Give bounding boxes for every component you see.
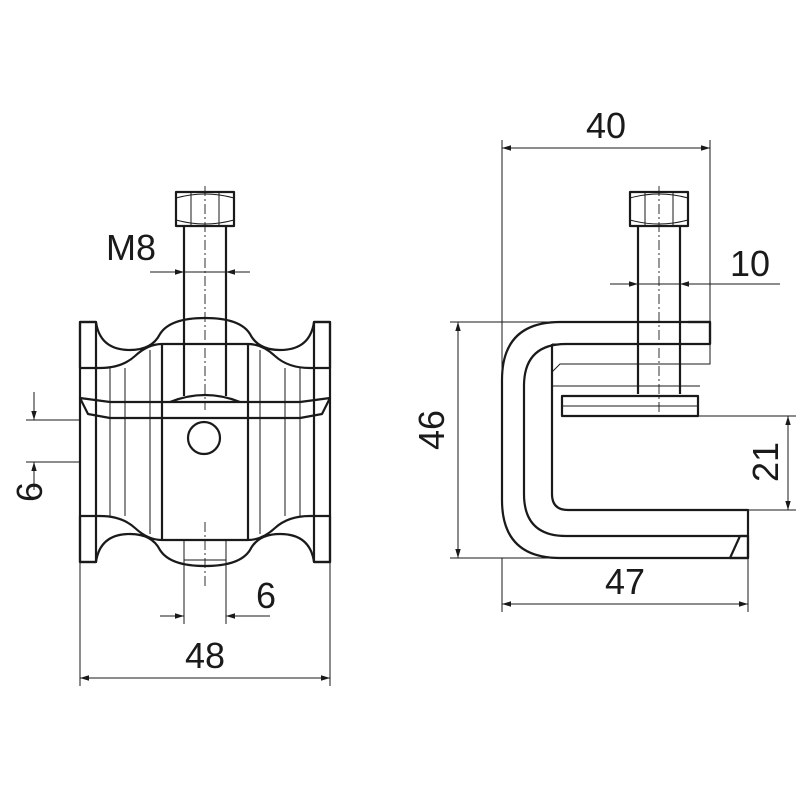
opening-label: 21 xyxy=(745,442,786,482)
dim-overall-width: 48 xyxy=(79,562,331,686)
base-width-label: 47 xyxy=(605,561,645,602)
c-frame xyxy=(500,320,750,560)
dim-thread: M8 xyxy=(106,227,250,275)
dim-base-width: 47 xyxy=(501,558,749,612)
dim-overall-height: 46 xyxy=(411,321,560,559)
lip-height-label: 6 xyxy=(9,482,50,502)
bolt-shank xyxy=(182,226,228,396)
front-view: M8 6 6 48 xyxy=(9,186,332,686)
overall-height-label: 46 xyxy=(411,410,452,450)
side-view: 40 10 46 21 xyxy=(411,105,796,612)
dim-bolt-diameter: 10 xyxy=(610,243,780,287)
bolt-offset-label: 6 xyxy=(256,575,276,616)
side-bolt-shank xyxy=(636,186,682,420)
dim-lip-height: 6 xyxy=(9,392,80,502)
dim-bolt-offset: 6 xyxy=(160,560,276,624)
thread-label: M8 xyxy=(106,227,156,268)
overall-width-label: 48 xyxy=(185,635,225,676)
top-width-label: 40 xyxy=(586,105,626,146)
dim-opening: 21 xyxy=(698,415,796,511)
dim-top-width: 40 xyxy=(501,105,711,390)
bolt-diameter-label: 10 xyxy=(730,243,770,284)
clamp-body xyxy=(78,186,332,586)
